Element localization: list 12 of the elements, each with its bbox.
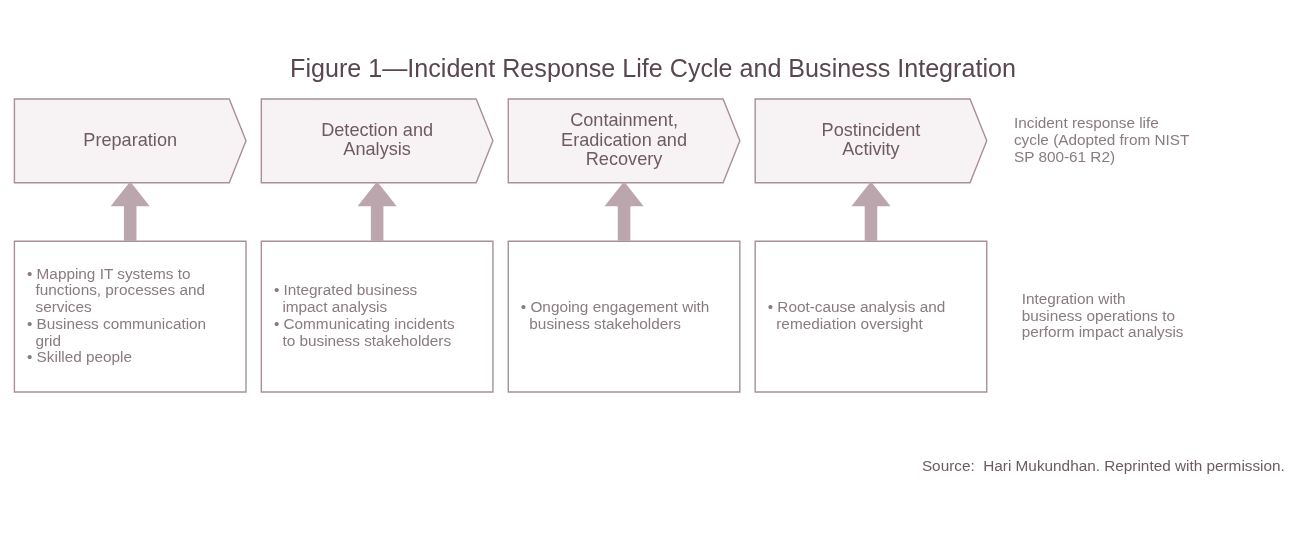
node-box: • Integrated business impact analysis • Communicating incidents to business stakeholders [260,240,494,393]
node-box: • Root-cause analysis and remediation oversight [754,240,988,393]
node-box: • Mapping IT systems to functions, processes and services • Business communication grid • Skilled people [13,240,247,393]
arrow [110,181,150,241]
caption: Source: Hari Mukundhan. Reprinted with permission. [921,457,1285,475]
label: Integration with business operations to perform impact analysis [1021,289,1184,341]
arrow [851,181,891,241]
arrow [357,181,397,241]
node-box: • Ongoing engagement with business stakeholders [507,240,741,393]
label: Incident response life cycle (Adopted from NIST SP 800-61 R2) [1013,114,1190,165]
arrow [604,181,644,241]
diagram-title: Figure 1—Incident Response Life Cycle and Business Integration [290,54,1016,83]
